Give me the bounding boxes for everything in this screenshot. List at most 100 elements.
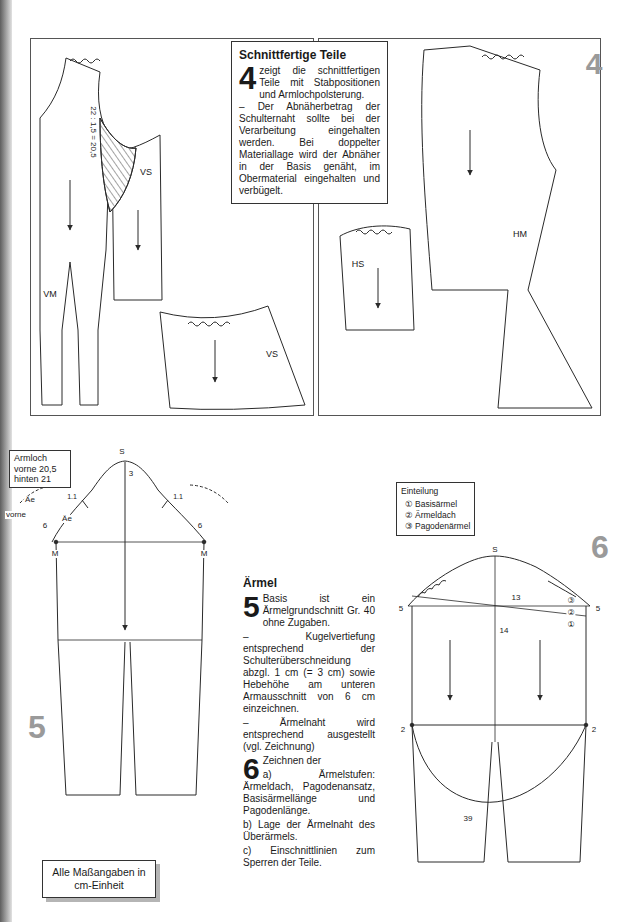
ease-mark [188,322,230,326]
point-label: Äe [24,496,36,504]
pagoda-sleeve [412,725,586,802]
dimension-box: Armloch vorne 20,5 hinten 21 [9,450,71,488]
dimension-label: 3 [128,470,134,478]
step-number: 6 [243,756,260,781]
point-label: M [200,550,209,558]
pagoda-line [412,725,586,726]
label-anchor: 39 [463,807,474,825]
instruction-text: b) Lage der Ärmelnaht des Überärmels. [243,819,375,843]
grain-arrow [215,340,216,382]
center-line [125,462,126,630]
label-anchor: Äe [61,507,73,525]
text-box: Schnittfertige Teile 4zeigt die schnittfe… [231,41,388,204]
page-number: 4 [585,48,604,80]
box-text: ① Basisärmel [401,499,470,510]
dimension-label: 6 [42,522,48,530]
instruction-text: c) Einschnittlinien zum Sperren der Teil… [243,845,375,869]
ease-mark [70,59,100,63]
instruction-text: Zeichnen der [243,755,375,767]
grain-arrow [70,180,71,230]
notch-dot [54,540,58,544]
dimension-label: 13 [511,594,522,602]
box-text: Schnittfertige Teile [239,48,380,62]
sleeve-outline [56,542,204,795]
side-label: vorne [5,511,27,519]
label-anchor: vorne [5,503,27,521]
lower-sleeve [412,725,586,862]
text-column: Ärmel 5Basis ist ein Ärmelgrundschnitt Gr… [243,576,375,871]
dimension-label: 1.1 [172,493,184,500]
label-anchor: VM [42,283,58,301]
piece-label: VS [139,168,153,177]
box-text: zeigt die schnittfertigen Teile mit Stab… [239,65,380,101]
box-text: ③ Pagodenärmel [401,521,470,532]
label-anchor: ① [566,613,575,631]
label-anchor: ③ [566,589,575,607]
armhole-padding [100,118,136,212]
shoulder-overlap [190,485,228,503]
center-line [495,556,496,742]
measure-tick [82,500,88,508]
dimension-label: 2 [591,726,597,734]
box-text: 4 [239,66,256,91]
dimension-label: 6 [197,522,203,530]
grain-arrow [540,640,541,700]
elbow-line [58,640,202,641]
dimension-label: 2 [400,726,406,734]
dimension-label: 22 : 1,5 = 20,5 [89,105,97,158]
instruction-text: Basis ist ein Ärmelgrundschnitt Gr. 40 o… [243,593,375,629]
sleeve-cap [52,461,206,542]
grain-arrow [378,268,379,308]
box-text: Alle Maßangaben in cm-Einheit [49,866,149,892]
label-anchor: 3 [128,462,134,480]
dimension-label: 14 [499,627,510,635]
label-anchor: Äe [24,488,36,506]
notch-dot [584,723,588,727]
notch-dot [410,723,414,727]
ease-mark [418,581,446,598]
ease-mark [356,230,392,234]
label-anchor: HS [351,253,366,271]
label-anchor: 14 [499,619,510,637]
section-heading: Ärmel [243,576,375,590]
callout-number: ① [566,621,575,629]
legend-box: Einteilung① Basisärmel② Ärmeldach③ Pagod… [396,482,475,536]
point-label: S [118,448,125,456]
step-number: 5 [243,594,260,619]
label-anchor: S [118,440,125,458]
note-box: Alle Maßangaben in cm-Einheit [42,860,156,898]
point-label: S [491,546,498,554]
instruction-text: a) Ärmelstufen: Ärmeldach, Pagodenansatz… [243,769,375,817]
label-anchor: 6 [590,531,610,565]
grain-arrow [138,210,139,250]
figure-number: 6 [590,531,610,565]
grain-arrow [450,640,451,700]
label-anchor: 22 : 1,5 = 20,5 [87,105,105,158]
callout-number: ③ [566,597,575,605]
cap-step-line [412,596,586,616]
dimension-label: 5 [398,605,404,613]
ease-mark [548,581,576,597]
label-anchor: M [200,542,209,560]
back-side-piece [340,226,414,330]
measure-tick [162,500,168,508]
label-anchor: HM [512,223,528,241]
box-text: – Der Abnäherbetrag der Schulternaht sol… [239,101,380,197]
back-middle-piece [422,46,592,408]
dimension-label: 5 [595,605,601,613]
instruction-text: – Ärmelnaht wird entsprechend ausgestell… [243,717,375,753]
point-label: Äe [61,515,73,523]
label-anchor: ② [566,601,575,619]
biceps-line [56,542,204,543]
piece-label: VS [265,350,279,359]
box-text: Armloch vorne 20,5 hinten 21 [14,453,66,485]
instruction-text: – Kugelvertiefung entsprechend der Schul… [243,631,375,715]
front-middle-piece [40,58,110,405]
point-label: M [51,550,60,558]
label-anchor: M [51,542,60,560]
callout-number: ② [566,609,575,617]
piece-label: VM [42,290,58,299]
label-anchor: VS [139,161,153,179]
